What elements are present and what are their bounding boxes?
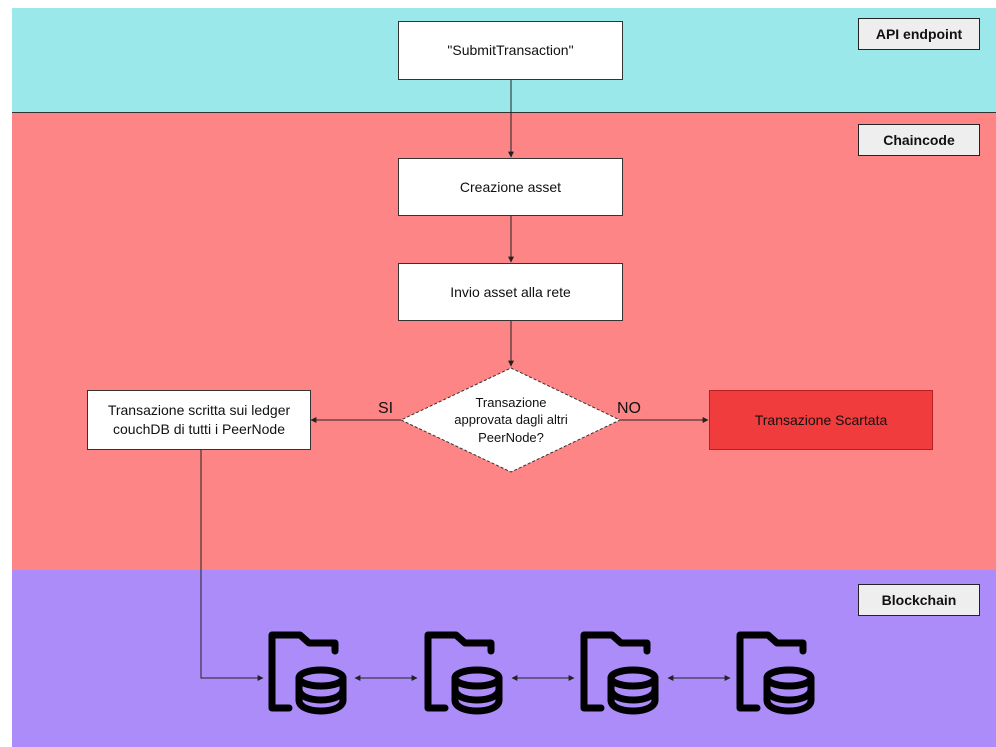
lane-label-blockchain: Blockchain <box>858 584 980 616</box>
edge-written-blockchain <box>200 450 264 681</box>
node-transazione-scritta: Transazione scritta sui ledger couchDB d… <box>87 390 311 450</box>
lane-label-chaincode: Chaincode <box>858 124 980 156</box>
block-3 <box>580 631 659 715</box>
block-1 <box>268 631 347 715</box>
decision-label: Transazione approvata dagli altri PeerNo… <box>454 394 568 445</box>
node-creazione-asset: Creazione asset <box>398 158 623 216</box>
edge-label-si: SI <box>378 400 394 417</box>
node-transazione-scartata: Transazione Scartata <box>709 390 933 450</box>
decision-diamond <box>399 367 622 473</box>
lane-label-api: API endpoint <box>858 18 980 50</box>
node-invio-asset: Invio asset alla rete <box>398 263 623 321</box>
node-submit-transaction: "SubmitTransaction" <box>398 21 623 80</box>
lane-blockchain <box>12 570 996 747</box>
folder-database-icon <box>580 631 659 715</box>
folder-database-icon <box>268 631 347 715</box>
block-2 <box>424 631 503 715</box>
folder-database-icon <box>424 631 503 715</box>
block-4 <box>736 631 815 715</box>
folder-database-icon <box>736 631 815 715</box>
edge-label-no: NO <box>617 400 641 417</box>
